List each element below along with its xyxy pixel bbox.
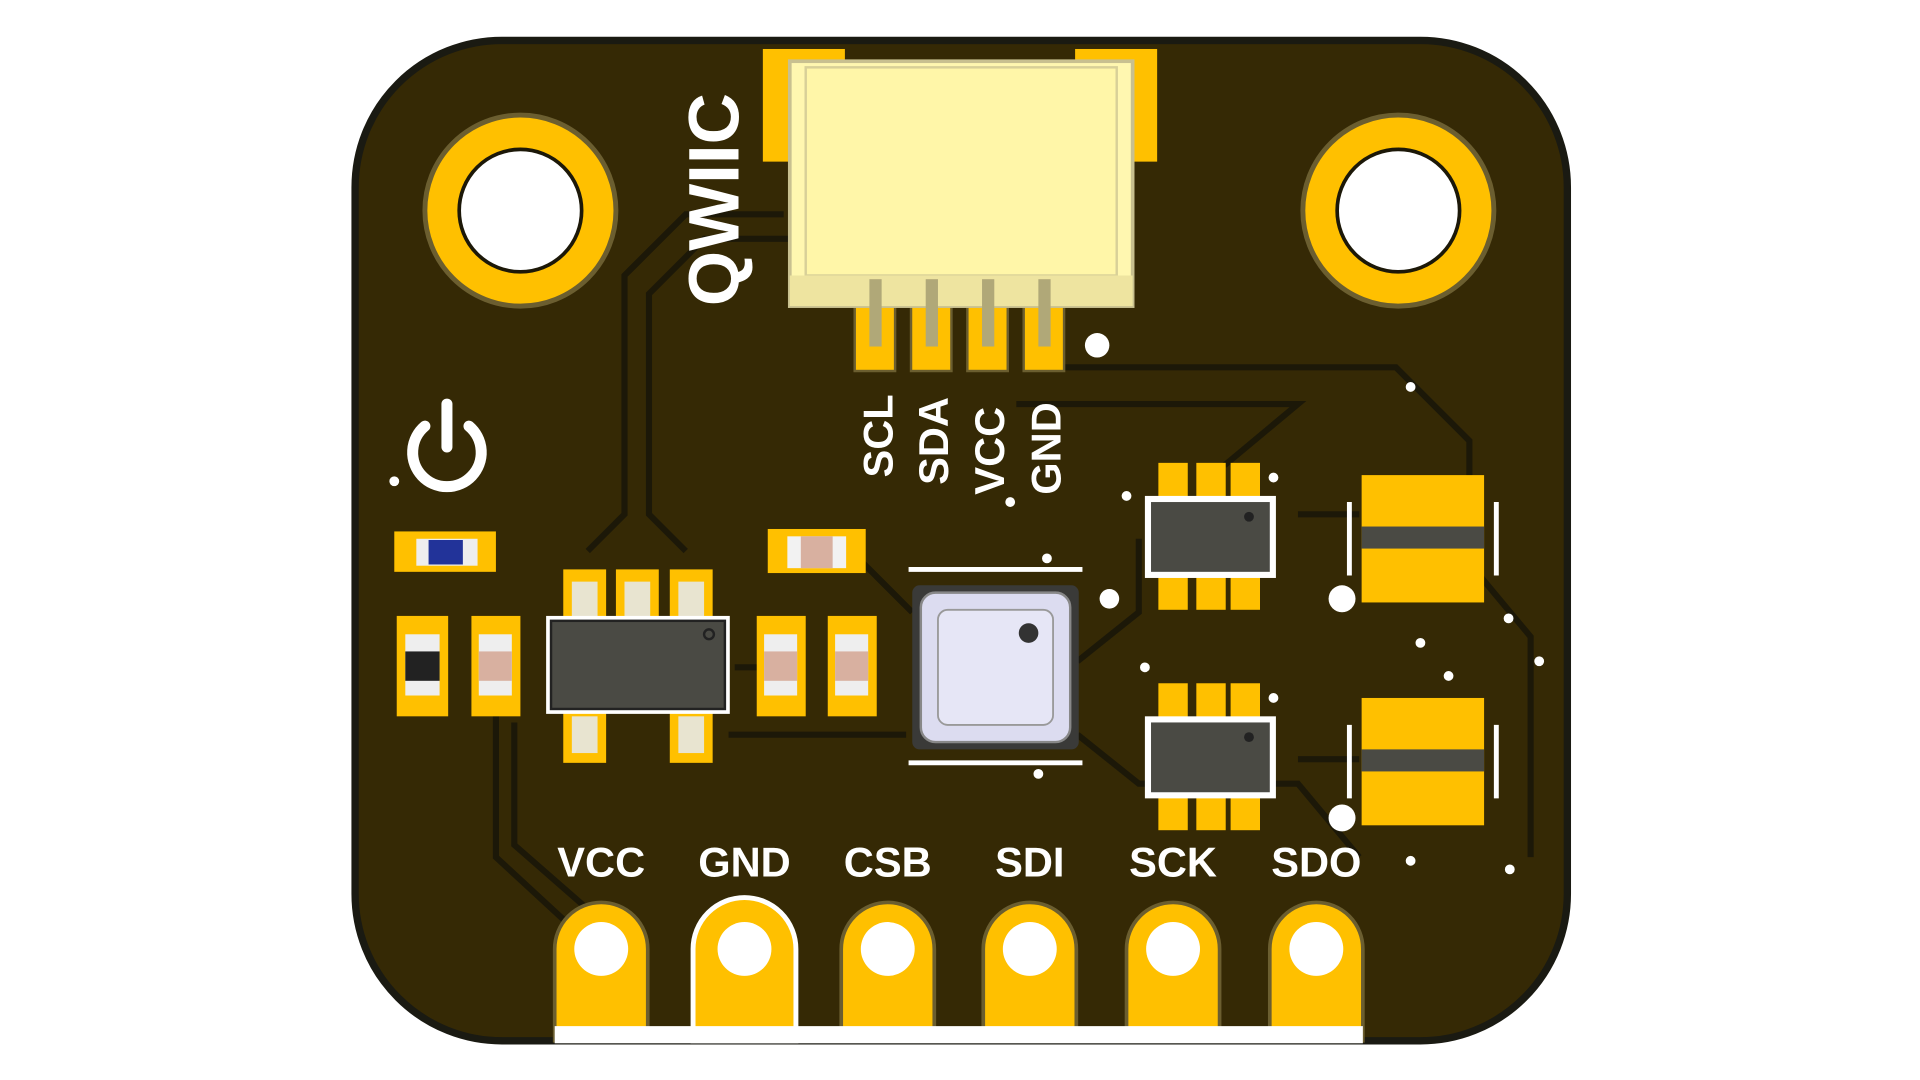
header-pad-csb[interactable]	[839, 900, 937, 1043]
ic-lower	[1144, 683, 1276, 831]
voltage-regulator	[546, 569, 730, 763]
vias	[389, 382, 1545, 875]
pin-label-sda: SDA	[910, 397, 957, 485]
header-pads	[552, 895, 1365, 1044]
pressure-sensor	[908, 566, 1083, 766]
capacitor	[756, 615, 806, 717]
diode	[396, 615, 449, 717]
pin-label-scl: SCL	[855, 394, 902, 477]
header-pad-vcc[interactable]	[552, 900, 650, 1043]
header-pad-sdo[interactable]	[1267, 900, 1365, 1043]
pin-label-vcc: VCC	[966, 407, 1013, 495]
mounting-hole-left	[422, 112, 619, 309]
header-pad-sdi[interactable]	[981, 900, 1079, 1043]
header-pad-sck[interactable]	[1124, 900, 1222, 1043]
resistor	[767, 528, 866, 574]
qwiic-connector[interactable]	[762, 48, 1158, 373]
traces	[492, 211, 1534, 933]
header-label-sck: SCK	[1129, 839, 1217, 886]
capacitor	[827, 615, 877, 717]
ic-upper	[1144, 462, 1276, 610]
power-led	[394, 531, 496, 572]
header-pad-gnd[interactable]	[690, 895, 799, 1044]
qwiic-label: QWIIC	[675, 93, 754, 306]
resistor-array-lower	[1346, 697, 1499, 826]
header-label-sdi: SDI	[995, 839, 1064, 886]
header-label-vcc: VCC	[557, 839, 645, 886]
capacitor	[471, 615, 521, 717]
header-label-gnd: GND	[698, 839, 791, 886]
power-icon	[407, 398, 487, 493]
resistor-array-upper	[1346, 475, 1499, 603]
header-label-csb: CSB	[844, 839, 932, 886]
header-label-sdo: SDO	[1271, 839, 1361, 886]
mounting-hole-right	[1300, 112, 1497, 309]
pin-label-gnd: GND	[1022, 402, 1069, 495]
